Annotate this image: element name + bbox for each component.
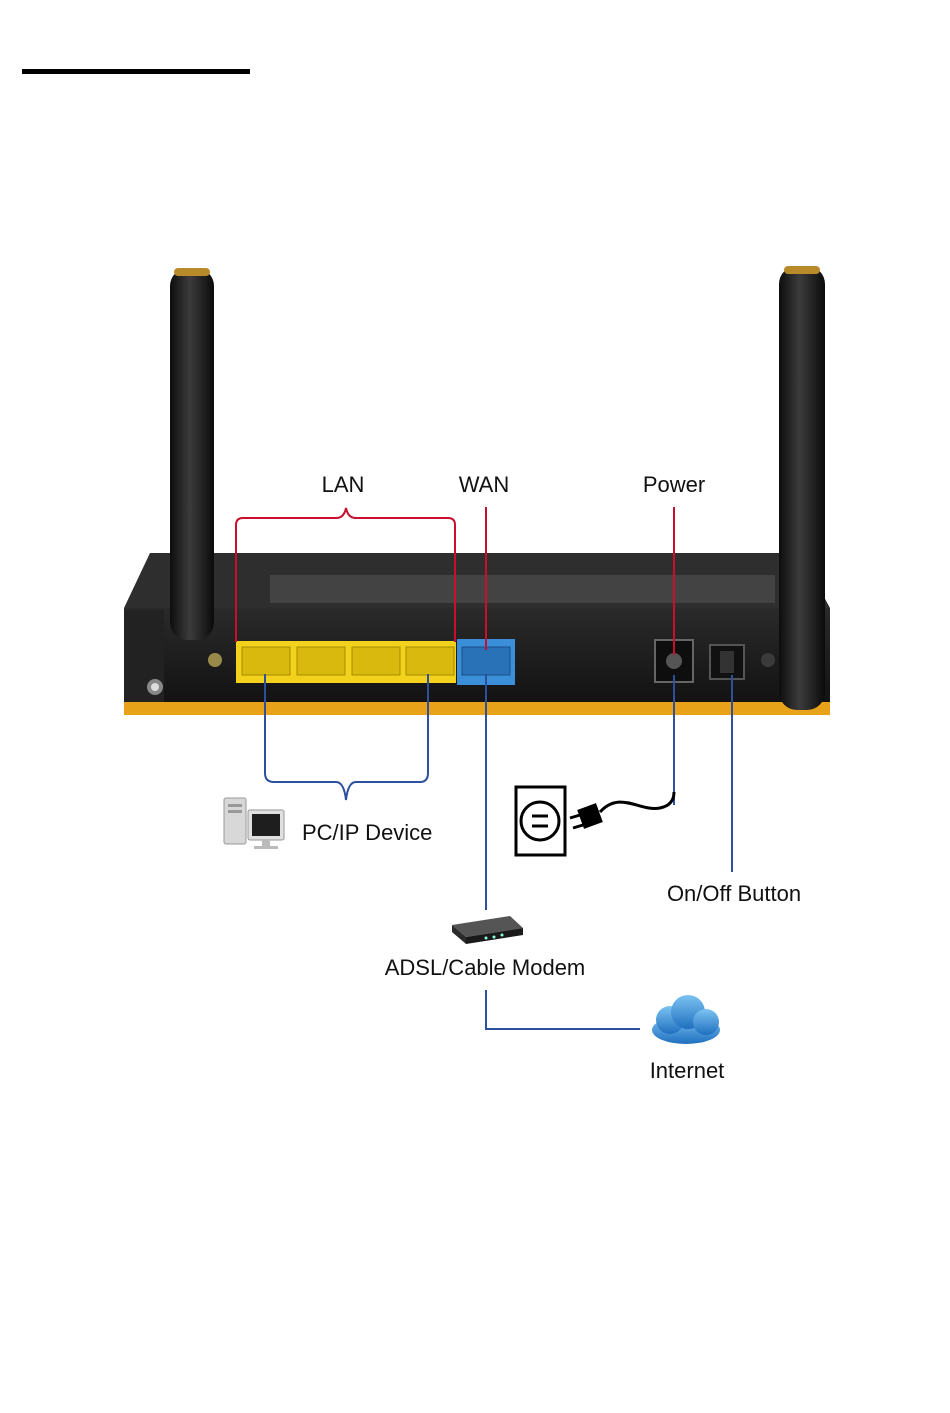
wan-label: WAN [459,472,510,497]
modem-to-internet-line [486,990,640,1029]
power-label: Power [643,472,705,497]
cloud-icon [652,995,720,1044]
antenna-icon [170,268,214,640]
modem-label: ADSL/Cable Modem [385,955,586,980]
lan-ports [236,641,456,683]
internet-label: Internet [650,1058,725,1083]
router-icon [124,553,830,715]
antenna-icon [779,266,825,710]
power-outlet-icon [516,787,565,855]
power-plug-icon [570,792,674,829]
pc-icon [224,798,284,849]
modem-icon [452,916,523,944]
pc-ip-device-label: PC/IP Device [302,820,432,845]
lan-label: LAN [322,472,365,497]
on-off-button-label: On/Off Button [667,881,801,906]
power-switch [710,645,744,679]
